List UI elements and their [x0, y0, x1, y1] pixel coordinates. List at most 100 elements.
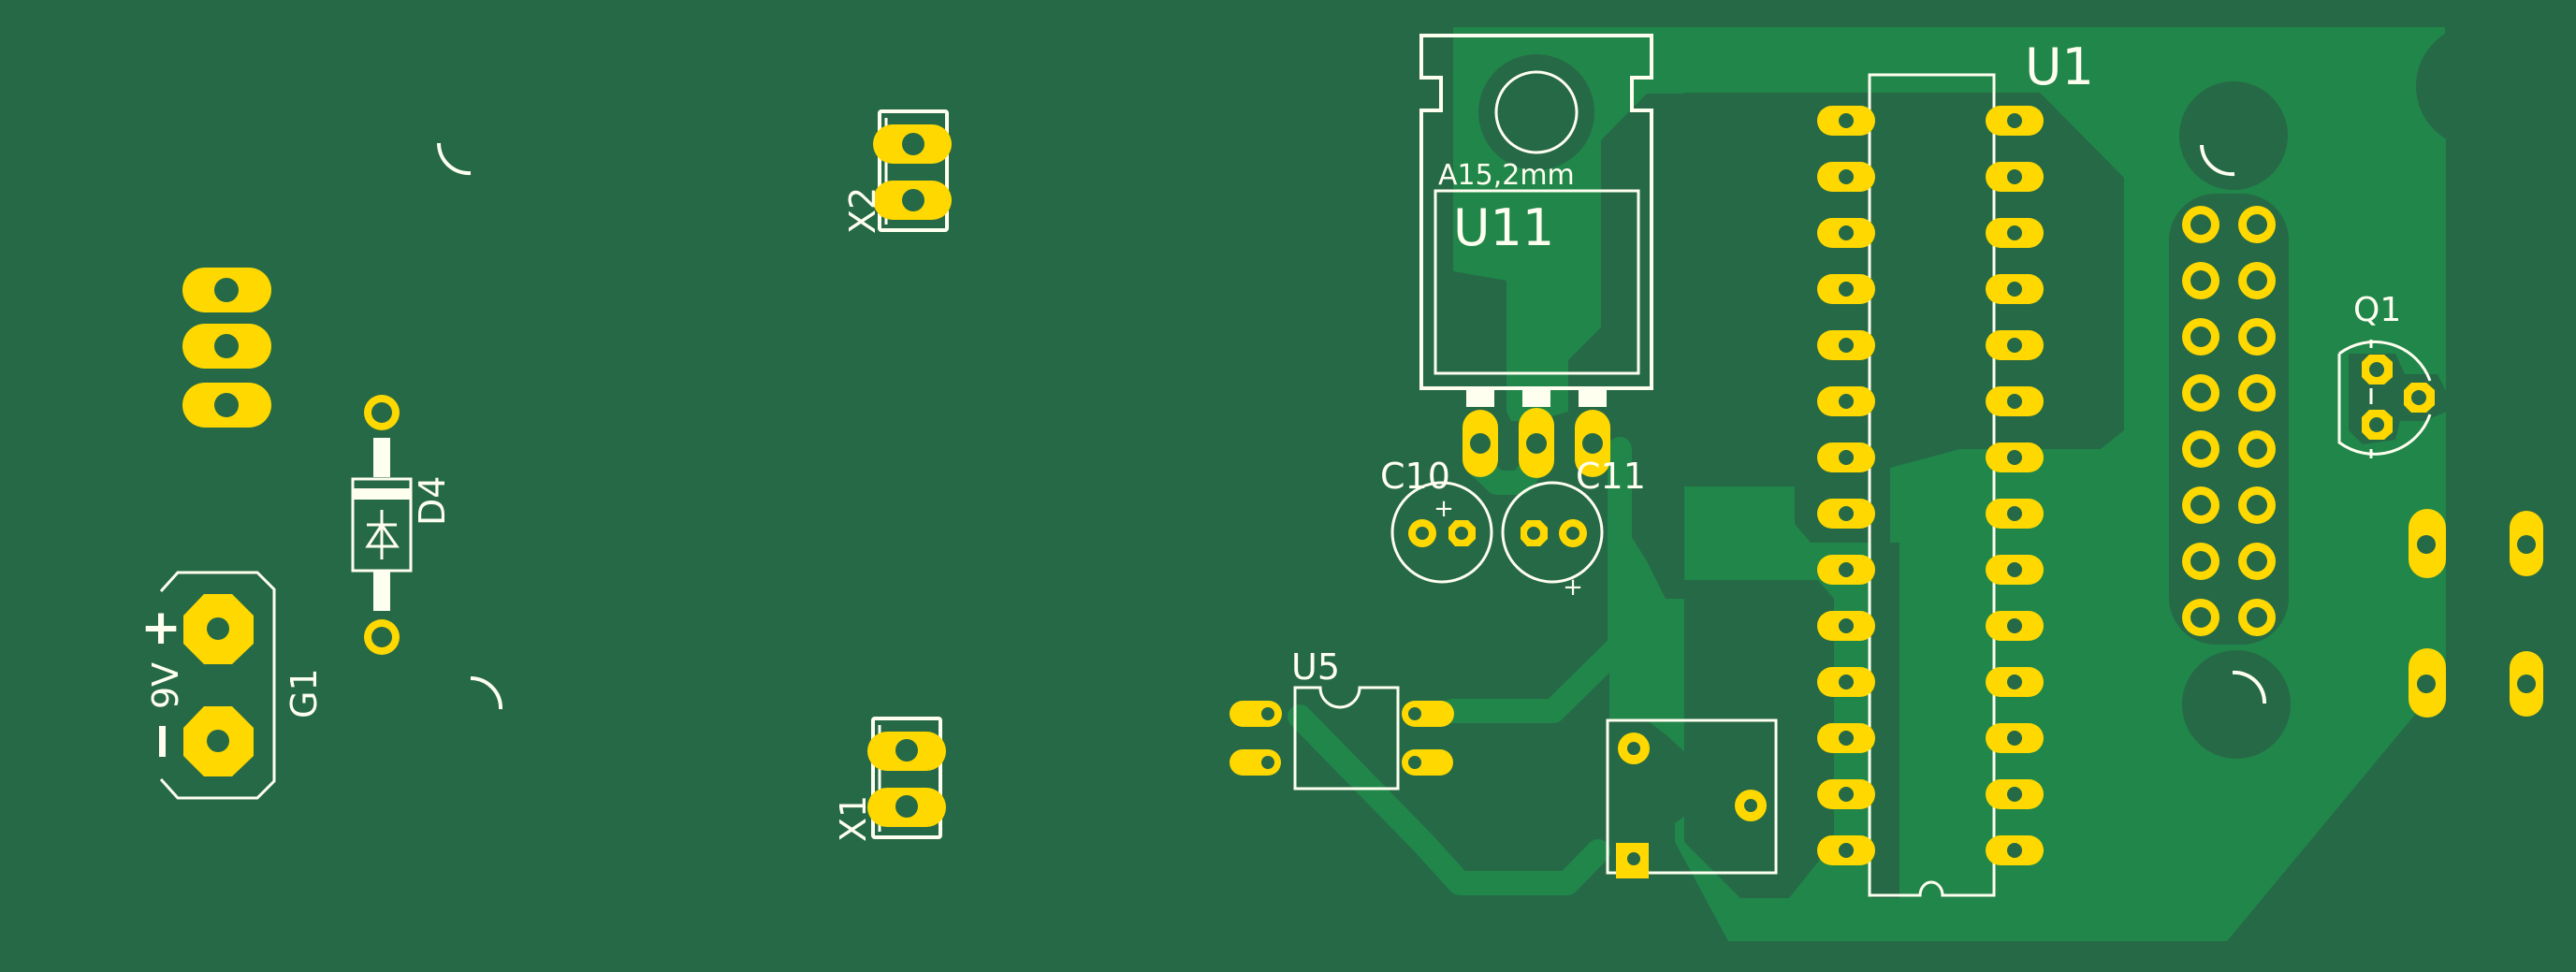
- c10-capacitor[interactable]: + C10: [1380, 456, 1493, 584]
- u1-drill-26: [2007, 225, 2022, 240]
- trimmer-outline: [1606, 718, 1778, 875]
- clearance-header: [2169, 194, 2289, 645]
- header-drill-3: [2190, 270, 2211, 291]
- silk-arc-2: [470, 676, 503, 710]
- u1-drill-3: [1839, 225, 1854, 240]
- c10-ref-label: C10: [1380, 456, 1450, 497]
- q1-ref-label: Q1: [2353, 291, 2401, 329]
- header-drill-16: [2247, 607, 2267, 628]
- header-drill-5: [2190, 326, 2211, 347]
- u11-outline: [1419, 34, 1653, 390]
- header-drill-13: [2190, 551, 2211, 572]
- u11-pads: [1463, 408, 1610, 478]
- c11-plus-mark: +: [1563, 573, 1583, 602]
- c11-capacitor[interactable]: + C11: [1501, 456, 1646, 602]
- c11-outline: [1501, 481, 1604, 584]
- d4-cathode-band: [353, 488, 411, 500]
- d4-diode[interactable]: D4: [351, 395, 453, 655]
- traces: [1288, 437, 1632, 895]
- q1-outline: [2337, 340, 2432, 456]
- header-drill-9: [2190, 439, 2211, 459]
- u5-pad-2[interactable]: [1230, 749, 1281, 776]
- u1-ref-label: U1: [2025, 37, 2094, 96]
- u1-drill-21: [2007, 506, 2022, 521]
- u1-drill-4: [1839, 282, 1854, 297]
- x1-outline: [871, 717, 942, 839]
- c10-outline: [1390, 481, 1493, 584]
- u1-drill-1: [1839, 113, 1854, 128]
- right-edge-pads: [2409, 509, 2543, 718]
- g1-battery[interactable]: + 9V G1: [140, 571, 325, 800]
- u11-regulator[interactable]: A15,2mm U11: [1419, 34, 1653, 478]
- u1-drill-12: [1839, 731, 1854, 746]
- u11-lead-3: [1579, 388, 1607, 407]
- u1-drill-27: [2007, 169, 2022, 184]
- q1-transistor[interactable]: Q1: [2337, 291, 2435, 458]
- u1-pads: [1817, 106, 2044, 865]
- u1-drill-2: [1839, 169, 1854, 184]
- x1-ref-label: X1: [833, 795, 874, 842]
- c11-ref-label: C11: [1576, 456, 1646, 497]
- clearance-mount-hole-2: [2182, 650, 2291, 759]
- u1-drill-23: [2007, 394, 2022, 409]
- mount-hole-arc-2: [2232, 670, 2267, 704]
- header-drill-8: [2247, 383, 2267, 403]
- three-pin-connector[interactable]: [182, 268, 271, 428]
- u11-value-label: A15,2mm: [1438, 159, 1575, 192]
- silk-arc-1: [436, 142, 472, 176]
- clearance-top-edge: [0, 0, 2576, 27]
- u1-drill-20: [2007, 562, 2022, 577]
- trimmer-potentiometer[interactable]: [1606, 718, 1778, 878]
- u11-lead-1: [1466, 388, 1494, 407]
- u1-drill-19: [2007, 618, 2022, 633]
- u1-drill-15: [2007, 843, 2022, 858]
- clearance-u1-left: [1684, 93, 2124, 543]
- mount-hole-arc-1: [2200, 144, 2235, 177]
- header-drill-11: [2190, 495, 2211, 515]
- u5-pad-1[interactable]: [1230, 701, 1282, 727]
- u1-drill-22: [2007, 450, 2022, 465]
- header-pads: [2182, 206, 2276, 636]
- trace-u5-trimmer: [1288, 704, 1610, 895]
- header-drill-14: [2247, 551, 2267, 572]
- header-drill-15: [2190, 607, 2211, 628]
- u1-drill-6: [1839, 394, 1854, 409]
- u5-outline: [1293, 686, 1400, 791]
- clearance-right-edge: [2540, 0, 2576, 972]
- g1-plus-label: +: [140, 600, 182, 656]
- u1-drill-10: [1839, 618, 1854, 633]
- header-drill-7: [2190, 383, 2211, 403]
- header-drill-12: [2247, 495, 2267, 515]
- x2-outline: [878, 109, 949, 232]
- clearance-u1-inner: [1871, 543, 1899, 898]
- u1-drill-28: [2007, 113, 2022, 128]
- u1-outline: [1868, 73, 1996, 897]
- u1-drill-14: [1839, 843, 1854, 858]
- u5-optocoupler[interactable]: U5: [1230, 646, 1454, 791]
- u11-mounting-hole: [1494, 70, 1579, 154]
- u1-drill-25: [2007, 282, 2022, 297]
- u1-drill-24: [2007, 338, 2022, 353]
- g1-voltage-label: 9V: [145, 662, 186, 709]
- pin-header[interactable]: [2182, 144, 2276, 704]
- u1-ic[interactable]: U1: [1817, 37, 2094, 897]
- header-drill-4: [2247, 270, 2267, 291]
- header-drill-6: [2247, 326, 2267, 347]
- x1-connector[interactable]: X1: [833, 717, 946, 842]
- trace-c11-u5: [1440, 437, 1632, 723]
- u5-pad-3[interactable]: [1402, 749, 1453, 776]
- u1-drill-16: [2007, 787, 2022, 802]
- d4-diode-symbol-icon: [365, 510, 400, 559]
- u1-drill-11: [1839, 675, 1854, 689]
- u1-drill-8: [1839, 506, 1854, 521]
- x2-connector[interactable]: X2: [842, 109, 952, 234]
- u5-ref-label: U5: [1291, 646, 1340, 688]
- d4-body: [351, 477, 413, 573]
- header-drill-2: [2247, 214, 2267, 235]
- u1-drill-18: [2007, 675, 2022, 689]
- u11-lead-2: [1522, 388, 1550, 407]
- clearance-u1-lower: [1684, 580, 1834, 898]
- g1-ref-label: G1: [284, 668, 325, 718]
